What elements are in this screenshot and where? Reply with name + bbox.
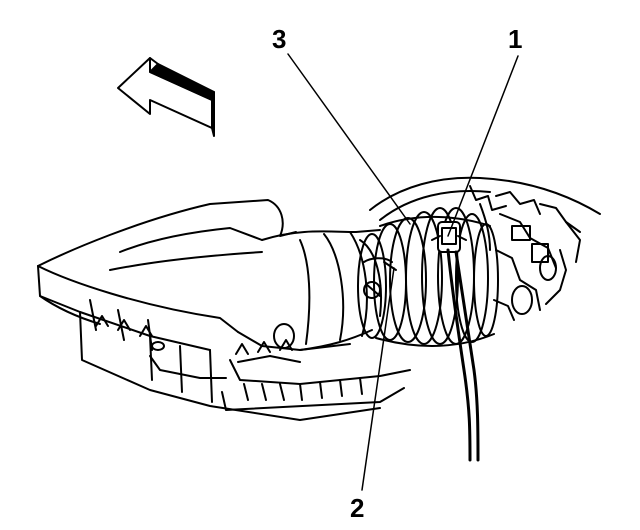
callout-label-2: 2 xyxy=(350,493,365,523)
leader-line-2 xyxy=(361,267,395,491)
air-intake-duct xyxy=(261,207,499,351)
front-direction-arrow-icon xyxy=(117,57,215,137)
callout-label-3: 3 xyxy=(272,24,287,54)
callout-label-1: 1 xyxy=(508,24,523,54)
air-cleaner-housing xyxy=(37,199,411,421)
leader-line-1 xyxy=(447,55,519,237)
sensor-connector xyxy=(431,221,467,253)
wiring-harness xyxy=(446,248,480,462)
leader-line-3 xyxy=(287,53,411,225)
callout-leaders xyxy=(287,53,519,491)
engine-components xyxy=(369,176,601,321)
